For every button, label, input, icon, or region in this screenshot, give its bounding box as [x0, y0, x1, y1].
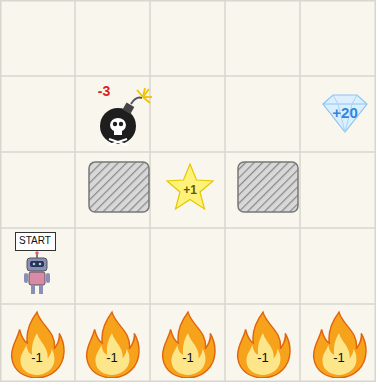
penalty-value: -1 — [106, 351, 118, 364]
penalty-value: -1 — [31, 351, 43, 364]
fire-icons — [12, 312, 366, 378]
penalty-value: -1 — [182, 351, 194, 364]
start-label: START — [19, 236, 55, 246]
wall-block — [89, 162, 149, 212]
penalty-value: -3 — [98, 84, 110, 98]
wall-block — [238, 162, 298, 212]
star-icon — [167, 164, 213, 209]
reward-value: +20 — [332, 105, 357, 120]
penalty-value: -1 — [333, 351, 345, 364]
diamond-icon — [323, 95, 367, 132]
penalty-value: -1 — [257, 351, 269, 364]
reward-value: +1 — [183, 184, 197, 196]
robot-icon — [24, 251, 50, 294]
start-tag: START — [15, 232, 56, 251]
